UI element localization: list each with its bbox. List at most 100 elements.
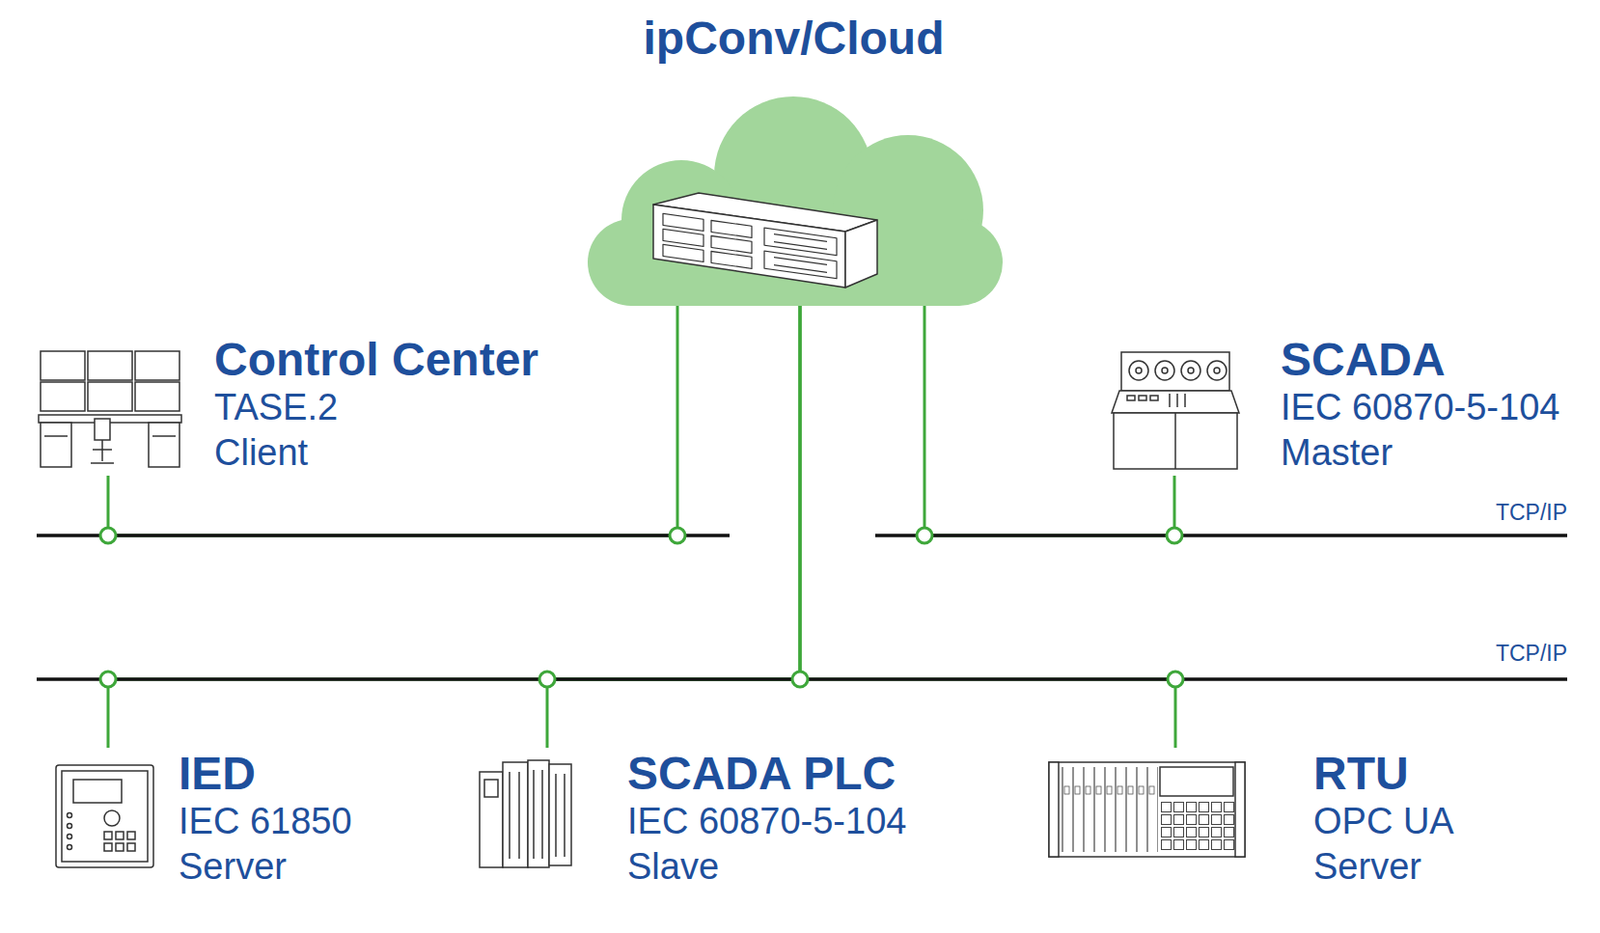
ied-icon-part (55, 765, 154, 868)
control-center-icon-part (44, 435, 68, 438)
network-link (800, 305, 1176, 748)
control-center-icon-part (40, 382, 85, 412)
server-icon-part-part (662, 213, 704, 231)
node-detail: Server (178, 844, 353, 890)
server-icon-part-part (764, 250, 837, 279)
plc-icon-part (484, 779, 498, 798)
rtu-icon-part (1159, 767, 1234, 797)
node-detail: OPC UA (1313, 799, 1455, 845)
scada-console-icon-part (1127, 395, 1135, 401)
device-node: Control CenterTASE.2Client (36, 333, 539, 476)
plc-icon-part (502, 762, 528, 868)
ied-icon-part (67, 824, 73, 829)
ied-icon (55, 765, 154, 868)
junction-dots-part (100, 671, 116, 688)
device-node: IEDIEC 61850Server (55, 747, 353, 890)
server-icon-part-part (773, 234, 828, 243)
node-detail: IEC 60870-5-104 (1280, 385, 1560, 431)
rtu-icon-part (1061, 767, 1159, 853)
scada-console-icon-part (1135, 367, 1142, 374)
control-center-icon-part (135, 351, 180, 381)
plc-icon-part (549, 764, 572, 866)
junction-dots-part (1166, 527, 1183, 544)
plc-icon-part (527, 760, 550, 868)
node-detail: Server (1313, 844, 1455, 890)
scada-console-icon-part (1168, 393, 1171, 408)
ied-icon-part (104, 810, 120, 827)
scada-console-icon-part (1155, 360, 1175, 381)
junction-dots-part (792, 671, 808, 688)
server-icon-part-part (711, 220, 752, 238)
junction-dots-part (539, 671, 555, 688)
ied-icon-part (127, 831, 136, 840)
control-center-icon-part (94, 418, 111, 441)
plc-icon-part (518, 772, 521, 859)
ied-icon-part (61, 771, 148, 862)
rtu-icon-part (1048, 762, 1059, 857)
junction-dots-part (669, 527, 686, 544)
scada-console-icon-part (1207, 360, 1227, 381)
server-icon-part-part (711, 250, 752, 269)
scada-console-icon-part (1176, 393, 1179, 408)
node-heading: RTU (1313, 747, 1455, 800)
server-icon (653, 193, 878, 288)
ied-icon-part (127, 843, 136, 852)
node-heading: IED (178, 747, 353, 800)
rtu-icon-part (1235, 762, 1245, 857)
server-icon-part-part (773, 257, 828, 266)
rtu-icon (1048, 762, 1245, 857)
control-center-icon-part (40, 351, 85, 381)
plc-icon-part (554, 773, 557, 857)
cloud-node: ipConv/Cloud (584, 96, 1003, 306)
device-node: SCADAIEC 60870-5-104Master (1109, 333, 1560, 476)
cloud-shape (584, 96, 1003, 306)
junction-dots (100, 527, 1184, 688)
control-center-icon-part (135, 382, 180, 412)
scada-console-icon-part (1184, 393, 1187, 408)
network-label: TCP/IP (1495, 639, 1568, 667)
plc-icon-part (541, 770, 544, 859)
cloud-shape-part (587, 96, 1003, 306)
network-link (108, 305, 678, 536)
scada-console-icon-part (1213, 367, 1220, 374)
network-link (547, 305, 800, 748)
junction-dots-part (916, 527, 933, 544)
device-node: SCADA PLCIEC 60870-5-104Slave (479, 747, 907, 890)
ied-icon-part (104, 843, 112, 852)
server-icon-part-part (662, 244, 704, 262)
bus-line (875, 533, 1568, 538)
control-center-icon-part (148, 422, 180, 468)
ied-icon-part (115, 831, 124, 840)
scada-console-icon-part (1138, 395, 1147, 401)
ied-icon-part (67, 813, 73, 819)
node-detail: Slave (627, 844, 907, 890)
bus-lines (36, 535, 1568, 680)
rtu-icon-part (1048, 762, 1245, 857)
rtu-icon-part (1159, 800, 1236, 852)
control-center-icon-part (90, 462, 114, 465)
plc-icon-part (479, 772, 503, 868)
junction-dots-part (100, 527, 116, 544)
junction-dots-part (1167, 671, 1184, 688)
ied-icon-part (67, 834, 73, 840)
plc-icon-part (532, 770, 535, 859)
node-heading: SCADA (1280, 333, 1560, 386)
server-icon-part (845, 220, 878, 288)
node-detail: Master (1280, 430, 1560, 476)
scada-console-icon (1111, 352, 1240, 469)
node-detail: IEC 60870-5-104 (627, 799, 907, 845)
scada-console-icon-part (1161, 367, 1168, 374)
scada-console-icon-part (1150, 395, 1159, 401)
server-icon-part (662, 213, 837, 280)
scada-console-icon-part (1121, 352, 1230, 391)
server-icon-part (653, 204, 846, 288)
server-icon-part-part (773, 265, 828, 274)
ied-icon-part (73, 779, 122, 803)
ied-icon-part (104, 831, 112, 840)
server-icon-part-part (764, 227, 837, 256)
server-icon-part-part (711, 235, 752, 253)
control-center-icon-part (87, 382, 133, 412)
control-center-icon-part (92, 448, 112, 451)
